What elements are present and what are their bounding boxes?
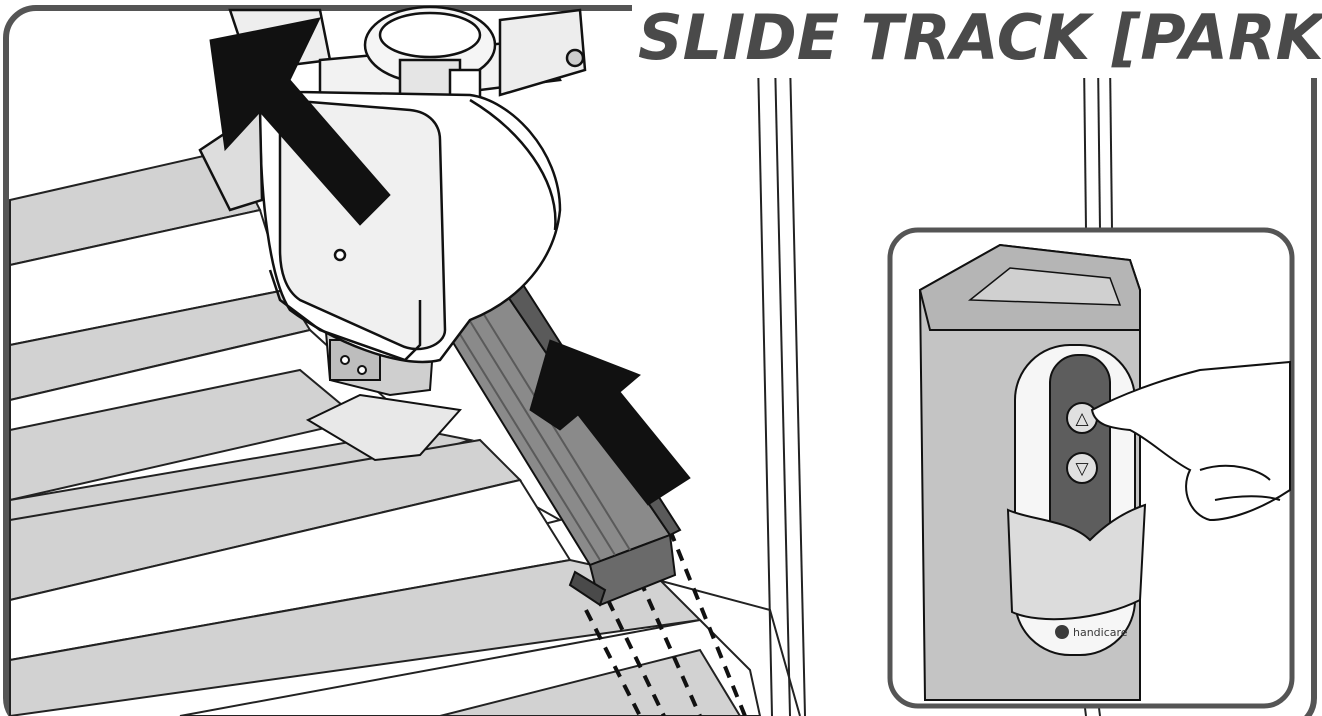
step-edge xyxy=(649,577,801,716)
hand xyxy=(1090,360,1291,522)
remote-inset xyxy=(887,227,1295,709)
wall-edges xyxy=(757,59,1113,716)
staircase xyxy=(9,148,801,716)
handicare-logo xyxy=(1055,625,1069,639)
down-button[interactable] xyxy=(1066,452,1098,484)
big-arrow-up-left xyxy=(209,17,391,226)
track-extension-dashes xyxy=(584,529,747,716)
move-up-arrows xyxy=(209,17,691,506)
arrow-up-rail xyxy=(529,339,691,506)
brand-label: handicare xyxy=(1073,626,1128,639)
step-tread xyxy=(439,648,742,716)
step-tread xyxy=(9,558,703,716)
up-triangle-icon: △ xyxy=(1075,409,1089,429)
page-title: SLIDE TRACK [PARK] xyxy=(632,0,1322,78)
remote-holder xyxy=(1006,503,1147,621)
down-triangle-icon: ▽ xyxy=(1075,459,1089,479)
